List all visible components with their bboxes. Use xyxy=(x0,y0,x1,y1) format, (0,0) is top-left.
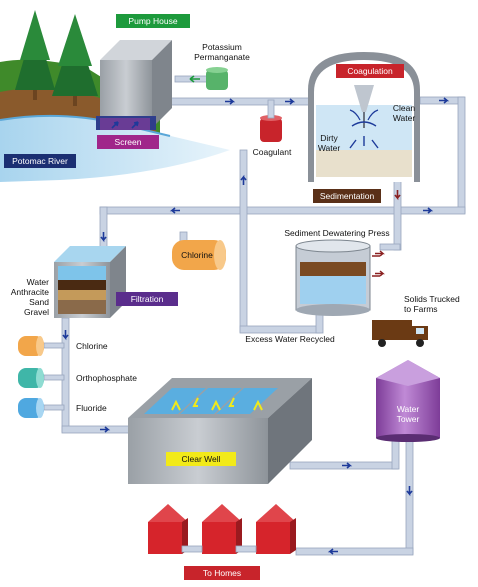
coagulation-tag: Coagulation xyxy=(336,64,404,78)
home-icon xyxy=(202,504,242,554)
filtration-label: Filtration xyxy=(131,294,164,304)
filtration-tag: Filtration xyxy=(116,292,178,306)
to-homes-label: To Homes xyxy=(203,568,241,578)
pump-house-tag: Pump House xyxy=(116,14,190,28)
flow-arrow-icon xyxy=(394,190,401,201)
flow-arrow-icon xyxy=(439,97,450,104)
coagulation-label: Coagulation xyxy=(347,66,393,76)
potassium-tank xyxy=(189,67,228,90)
flow-arrow-icon xyxy=(225,98,236,105)
pump-house xyxy=(96,40,172,130)
flow-arrow-icon xyxy=(100,232,107,243)
potassium-label-2: Permanganate xyxy=(194,52,250,62)
dirty-water-label-1: Dirty xyxy=(320,133,338,143)
flow-arrow-icon xyxy=(100,426,111,433)
dirty-water-label-2: Water xyxy=(318,143,341,153)
home-icon xyxy=(256,504,296,554)
truck-icon xyxy=(372,320,428,347)
solids-label-2: to Farms xyxy=(404,304,438,314)
coagulant-label: Coagulant xyxy=(253,147,292,157)
filter-gravel-label: Gravel xyxy=(24,307,49,317)
screen-tag: Screen xyxy=(97,135,159,149)
flow-arrow-icon xyxy=(240,174,247,185)
clear-well-tag: Clear Well xyxy=(166,452,236,466)
sediment-press xyxy=(295,239,380,316)
filter-sand-label: Sand xyxy=(29,297,49,307)
flow-arrow-icon xyxy=(375,250,385,257)
filter-water-label: Water xyxy=(27,277,50,287)
clean-water-label-2: Water xyxy=(393,113,416,123)
flow-arrow-icon xyxy=(423,207,434,214)
potomac-river-tag: Potomac River xyxy=(4,154,76,168)
fluoride-feed-tank xyxy=(18,398,44,418)
potomac-river-label: Potomac River xyxy=(12,156,68,166)
chlorine-tank xyxy=(172,240,226,270)
flow-arrow-icon xyxy=(327,548,338,555)
clean-water-label-1: Clean xyxy=(393,103,415,113)
chlorine-feed-label: Chlorine xyxy=(76,341,108,351)
orthophosphate-feed-tank xyxy=(18,368,44,388)
sedimentation-label: Sedimentation xyxy=(320,191,375,201)
water-tower xyxy=(376,360,440,442)
tree-icon xyxy=(52,14,98,106)
water-tower-label-2: Tower xyxy=(397,414,420,424)
to-homes-tag: To Homes xyxy=(184,566,260,580)
sedimentation-tag: Sedimentation xyxy=(313,189,381,203)
flow-arrow-icon xyxy=(169,207,180,214)
filter-anthracite-label: Anthracite xyxy=(11,287,50,297)
pipe-segment xyxy=(181,545,203,553)
flow-arrow-icon xyxy=(406,486,413,497)
chlorine-feed-tank xyxy=(18,336,44,356)
orthophosphate-label: Orthophosphate xyxy=(76,373,137,383)
pump-house-label: Pump House xyxy=(128,16,177,26)
flow-arrow-icon xyxy=(342,462,353,469)
clear-well-label: Clear Well xyxy=(181,454,220,464)
solids-label-1: Solids Trucked xyxy=(404,294,460,304)
coagulation-basin xyxy=(308,52,420,182)
clear-well xyxy=(128,378,312,484)
water-tower-label-1: Water xyxy=(397,404,420,414)
tree-icon xyxy=(15,10,55,100)
flow-arrow-icon xyxy=(375,270,385,277)
flow-arrow-icon xyxy=(62,330,69,341)
filtration-basin xyxy=(54,246,126,318)
pipe-segment xyxy=(235,545,257,553)
potassium-label-1: Potassium xyxy=(202,42,242,52)
fluoride-label: Fluoride xyxy=(76,403,107,413)
coagulant-tank xyxy=(260,99,282,142)
sediment-press-label: Sediment Dewatering Press xyxy=(284,228,389,238)
excess-water-label: Excess Water Recycled xyxy=(245,334,335,344)
flow-arrow-icon xyxy=(285,98,296,105)
screen-label: Screen xyxy=(115,137,142,147)
chlorine-tank-label: Chlorine xyxy=(181,250,213,260)
home-icon xyxy=(148,504,188,554)
